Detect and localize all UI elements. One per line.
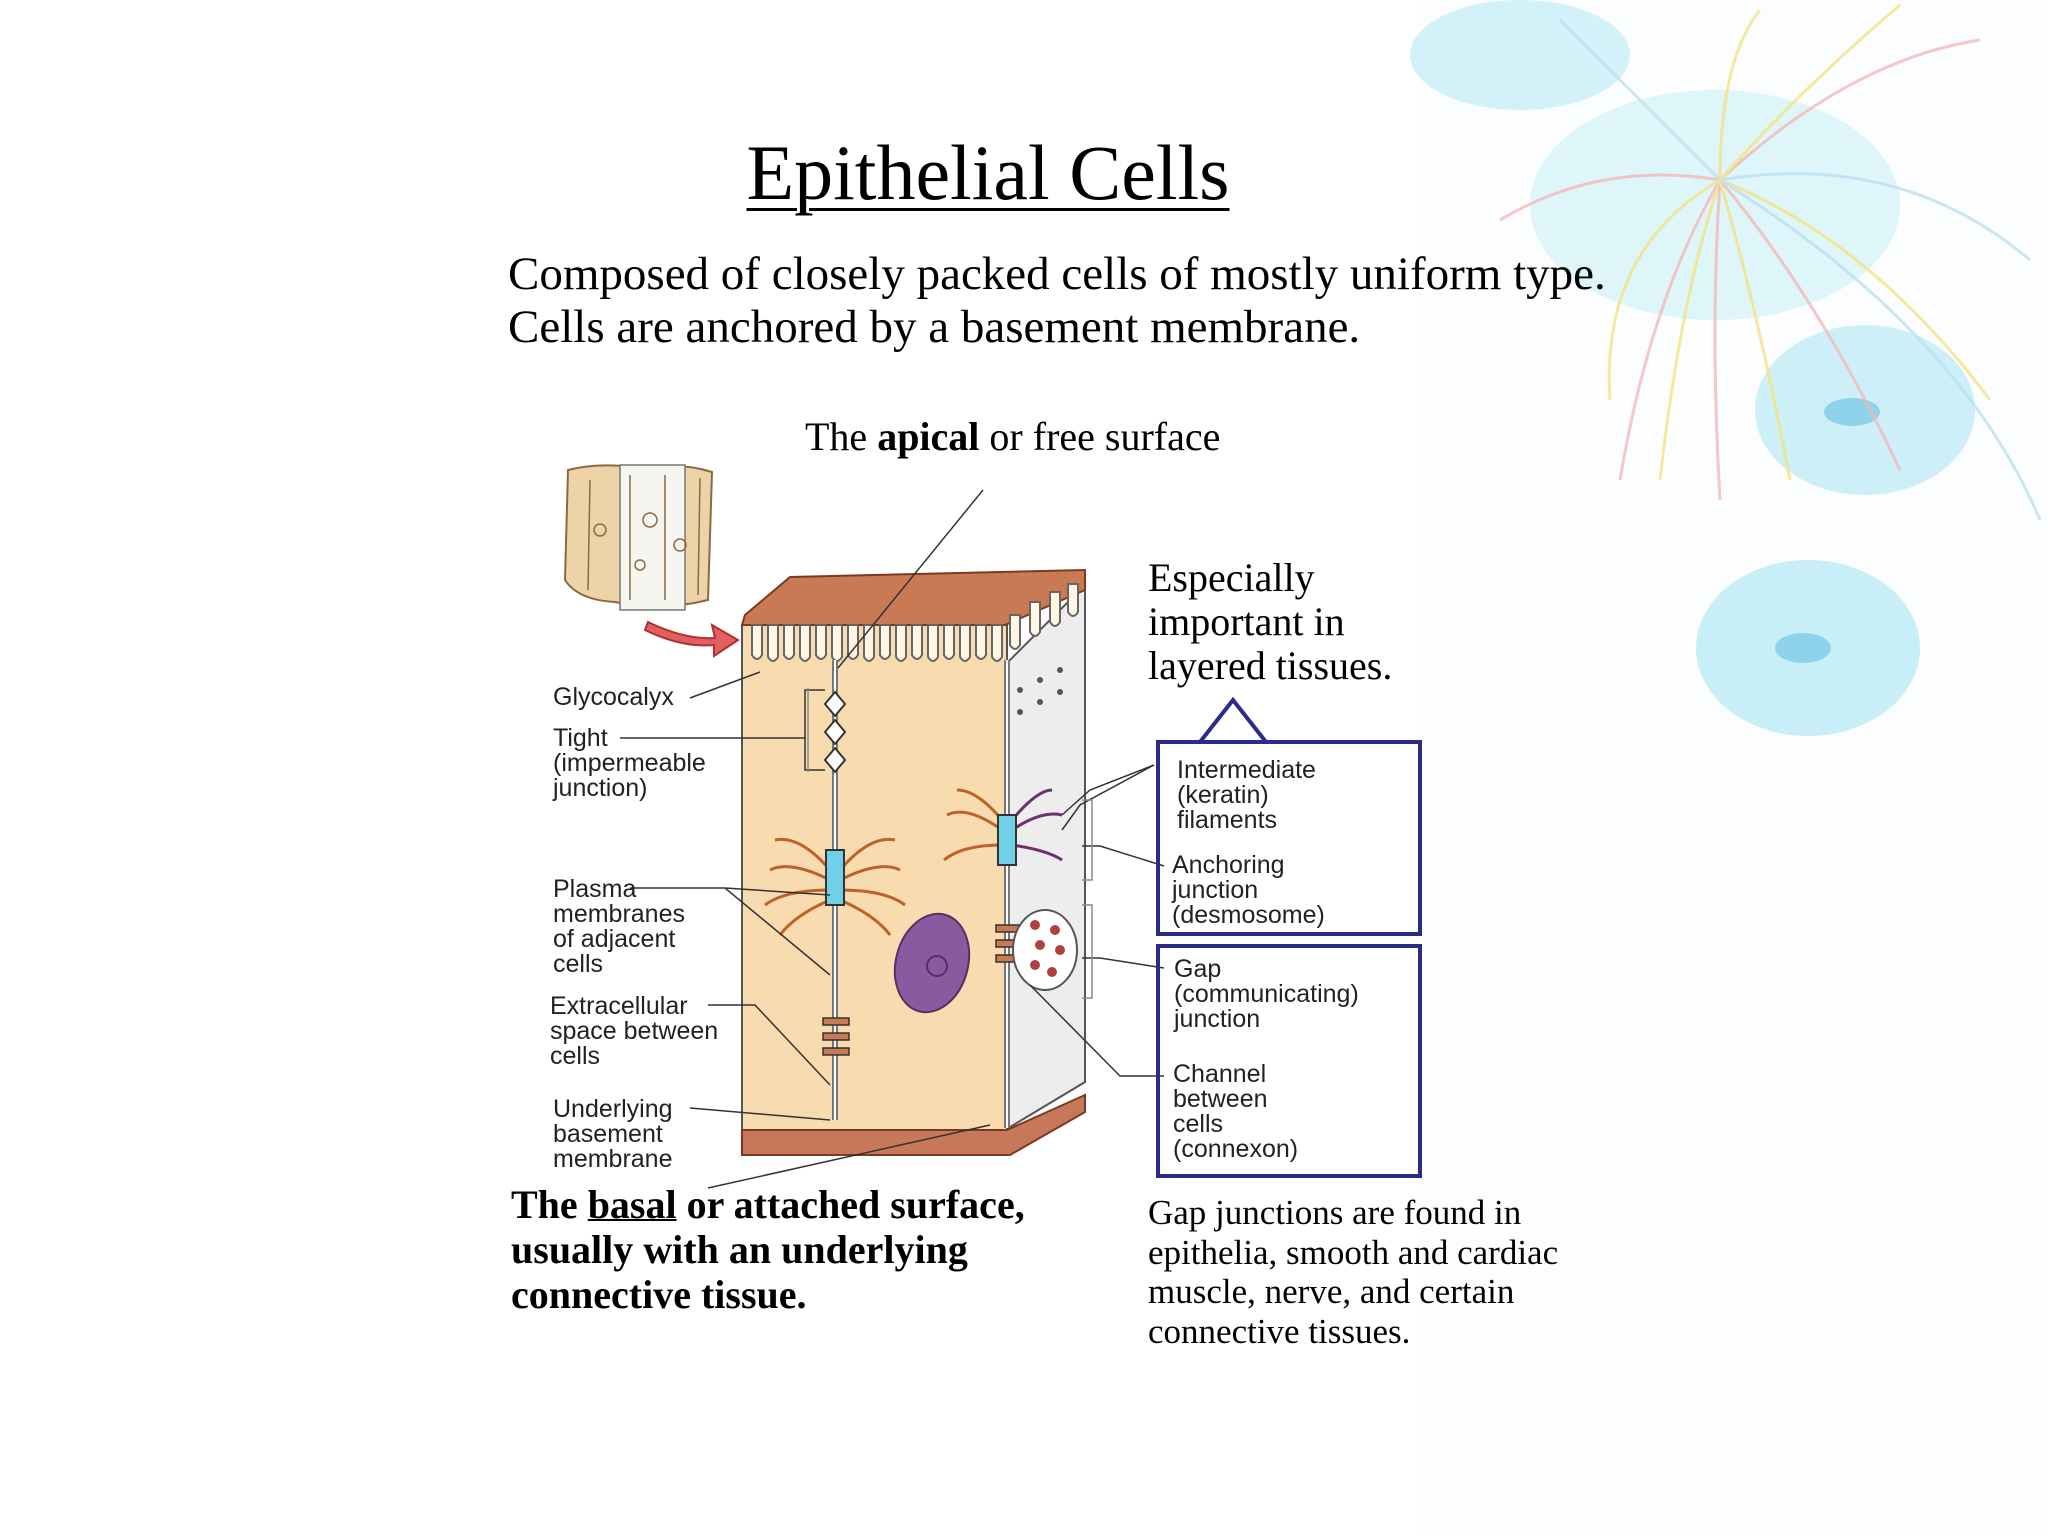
basal-caption-after: or attached surface, usually with an und… (511, 1182, 1025, 1317)
apical-caption-before: The (805, 414, 878, 459)
basal-caption-underlined: basal (587, 1182, 677, 1227)
intro-paragraph: Composed of closely packed cells of most… (508, 248, 1606, 353)
cell-block (740, 568, 1086, 1156)
label-anchoring-junction: Anchoring junction (desmosome) (1172, 851, 1325, 929)
label-glycocalyx: Glycocalyx (553, 683, 674, 711)
apical-caption-after: or free surface (979, 414, 1221, 459)
slide-title: Epithelial Cells (746, 129, 1230, 216)
layered-note-text: Especially important in layered tissues. (1148, 555, 1393, 688)
label-basement-membrane: Underlying basement membrane (553, 1095, 673, 1173)
label-tight-junction: Tight (impermeable junction) (553, 724, 706, 802)
label-channel-connexon: Channel between cells (connexon) (1173, 1060, 1299, 1163)
apical-caption: The apical or free surface (805, 413, 1220, 460)
cell-inset-illustration (563, 464, 714, 611)
pointer-arrow (643, 620, 740, 658)
gap-junction-note: Gap junctions are found in epithelia, sm… (1148, 1193, 1559, 1351)
layered-note: Especially important in layered tissues. (1148, 556, 1448, 688)
label-intermediate-filaments: Intermediate (keratin) filaments (1177, 756, 1316, 834)
label-extracellular-space: Extracellular space between cells (550, 992, 719, 1070)
basal-caption-before: The (511, 1182, 588, 1227)
label-gap-junction: Gap (communicating) junction (1174, 955, 1359, 1033)
highlight-boxes (1156, 696, 1422, 1178)
basal-caption: The basal or attached surface, usually w… (511, 1182, 1101, 1317)
label-plasma-membranes: Plasma membranes of adjacent cells (553, 875, 685, 978)
apical-caption-bold: apical (877, 414, 980, 459)
